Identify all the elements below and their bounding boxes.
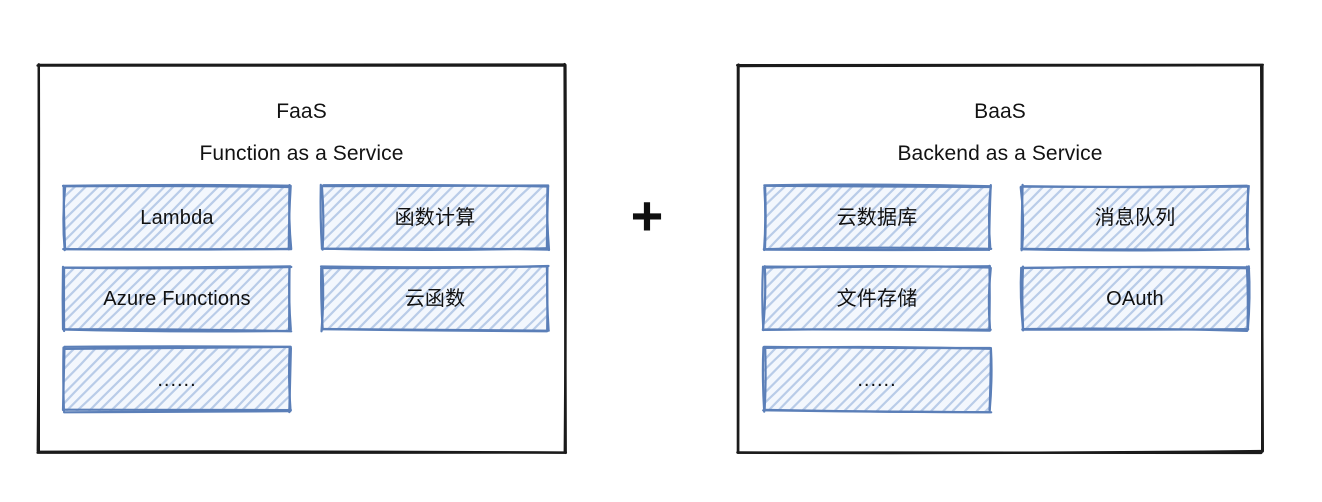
service-card[interactable]: Lambda — [61, 183, 293, 252]
service-card-label: 文件存储 — [836, 287, 918, 310]
service-card-label: 云数据库 — [836, 206, 918, 229]
service-card-label: ...... — [857, 368, 897, 391]
service-card[interactable]: 消息队列 — [1019, 183, 1251, 252]
panel-subtitle-faas: Function as a Service — [199, 142, 404, 165]
panel-baas: BaaS Backend as a Service 云数据库 消息队列文件存储 OAut… — [736, 63, 1264, 455]
service-card-label: Lambda — [140, 206, 214, 229]
panel-title-faas: FaaS — [276, 100, 327, 123]
service-card-label: Azure Functions — [103, 287, 251, 310]
service-card[interactable]: 云数据库 — [762, 183, 993, 252]
service-card[interactable]: 函数计算 — [319, 183, 551, 252]
service-card[interactable]: 云函数 — [319, 264, 550, 333]
service-card[interactable]: Azure Functions — [61, 265, 293, 333]
service-card[interactable]: OAuth — [1019, 265, 1251, 332]
service-card-label: 云函数 — [404, 287, 466, 310]
service-card-label: OAuth — [1106, 287, 1164, 310]
service-card-label: ...... — [157, 368, 197, 391]
service-card-label: 函数计算 — [394, 206, 476, 229]
plus-operator-icon: + — [630, 184, 664, 247]
panel-subtitle-baas: Backend as a Service — [897, 142, 1103, 165]
panel-title-baas: BaaS — [974, 100, 1026, 123]
service-card[interactable]: 文件存储 — [761, 264, 992, 332]
service-card[interactable]: ...... — [761, 345, 993, 414]
service-card[interactable]: ...... — [61, 345, 292, 414]
service-card-label: 消息队列 — [1094, 206, 1176, 229]
